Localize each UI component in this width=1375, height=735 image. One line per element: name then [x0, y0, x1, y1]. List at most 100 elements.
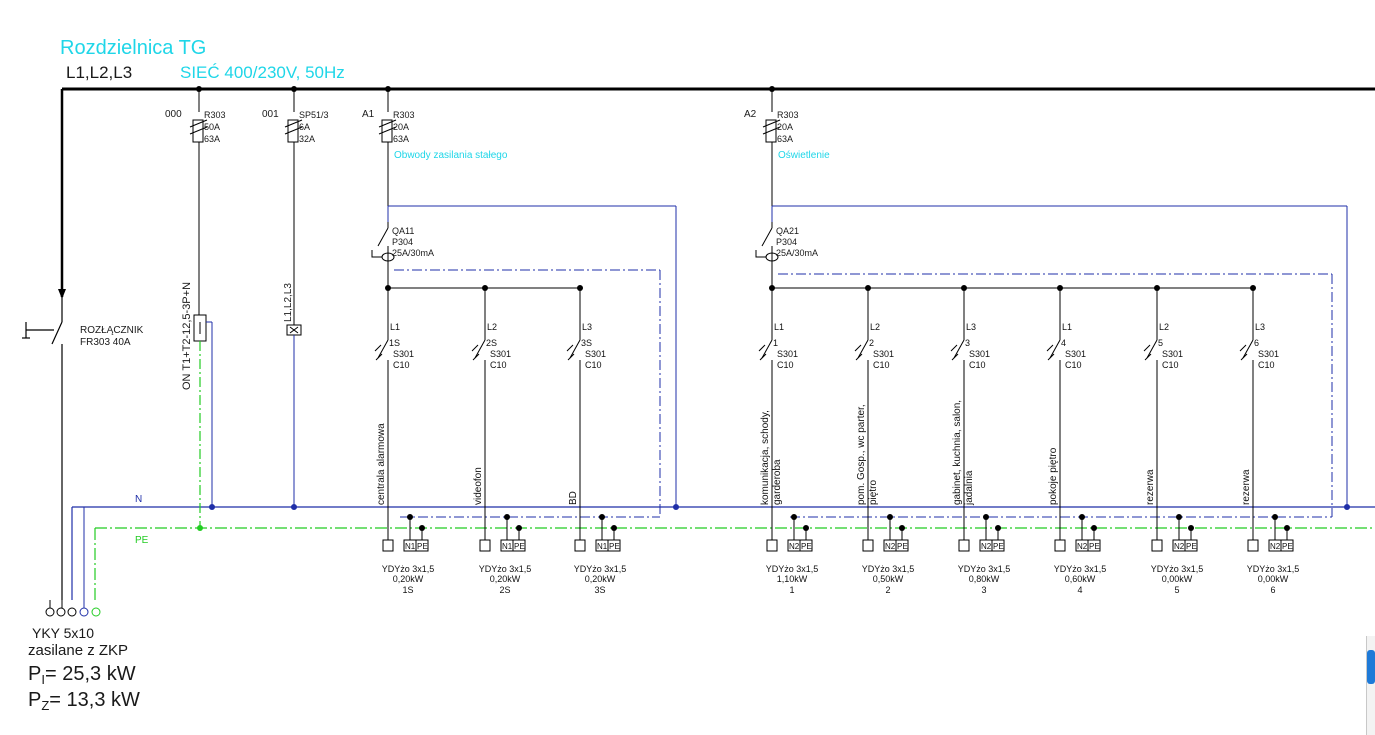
device-a2-r2: 63A: [777, 134, 793, 144]
device-a2: A2 R303 20A 63A Oświetlenie: [744, 86, 830, 228]
device-001-r1: 6A: [299, 122, 310, 132]
breaker-mark: [951, 353, 959, 361]
pe-terminal-dot: [1188, 525, 1194, 531]
circuit-power: 0,50kW: [873, 574, 904, 584]
breaker-type: S301: [393, 349, 414, 359]
rcd-qa11-type: P304: [392, 237, 413, 247]
breaker-mark: [471, 344, 479, 352]
breaker-type: S301: [969, 349, 990, 359]
breaker-mark: [1240, 353, 1248, 361]
n-terminal-label: N2: [1077, 542, 1088, 551]
breaker-mark: [1144, 353, 1152, 361]
vertical-scrollbar[interactable]: [1366, 636, 1375, 735]
breaker-mark: [472, 353, 480, 361]
pe-terminal-label: PE: [1089, 542, 1100, 551]
n-terminal-label: N2: [1270, 542, 1281, 551]
circuit-power: 0,60kW: [1065, 574, 1096, 584]
device-a1-r1: 20A: [393, 122, 409, 132]
breaker-contact: [857, 339, 869, 359]
pe-bus-label: PE: [135, 535, 149, 546]
outgoing-terminal: [1054, 539, 1066, 552]
pe-terminal-dot: [1091, 525, 1097, 531]
network-label: SIEĆ 400/230V, 50Hz: [180, 63, 345, 82]
circuit-power: 0,20kW: [585, 574, 616, 584]
breaker-curve: C10: [777, 360, 794, 370]
scrollbar-thumb[interactable]: [1367, 650, 1375, 684]
device-001-type: SP51/3: [299, 110, 329, 120]
pe-terminal-box: [512, 539, 526, 552]
phase-label: L1: [774, 322, 784, 332]
breaker-type: S301: [585, 349, 606, 359]
circuit-number: 1S: [389, 338, 400, 348]
pe-terminal-box: [1280, 539, 1294, 552]
phase-label: L3: [1255, 322, 1265, 332]
breaker-contact: [569, 339, 581, 359]
circuit-description-2: piętro: [868, 480, 879, 505]
circuit-power: 0,00kW: [1162, 574, 1193, 584]
device-000-r1: 50A: [204, 122, 220, 132]
circuit-description: centrala alarmowa: [376, 423, 387, 505]
circuit-power: 0,20kW: [393, 574, 424, 584]
power-demand-label: PZ= 13,3 kW: [28, 689, 140, 713]
circuit-id: 4: [1077, 585, 1082, 595]
breaker-mark: [950, 344, 958, 352]
rcd-qa21-type: P304: [776, 237, 797, 247]
breaker-curve: C10: [1162, 360, 1179, 370]
rcd-qa21-tag: QA21: [776, 226, 799, 236]
breaker-curve: C10: [585, 360, 602, 370]
breaker-curve: C10: [873, 360, 890, 370]
circuit-description: pom. Gosp., wc parter,: [856, 404, 867, 505]
phase-label: L3: [966, 322, 976, 332]
cable-type: YDYżo 3x1,5: [766, 564, 819, 574]
pe-terminal-dot: [803, 525, 809, 531]
breaker-type: S301: [777, 349, 798, 359]
breaker-type: S301: [1258, 349, 1279, 359]
pe-terminal-label: PE: [1282, 542, 1293, 551]
breaker-mark: [374, 344, 382, 352]
phases-label: L1,L2,L3: [66, 63, 132, 82]
pe-terminal-dot: [611, 525, 617, 531]
feeder-arrow: [58, 289, 66, 299]
n-terminal-dot: [599, 514, 605, 520]
n-terminal-label: N2: [981, 542, 992, 551]
pe-terminal-box: [1184, 539, 1198, 552]
pe-terminal-label: PE: [1186, 542, 1197, 551]
device-a1-r2: 63A: [393, 134, 409, 144]
phase-label: L1: [390, 322, 400, 332]
cable-type: YDYżo 3x1,5: [574, 564, 627, 574]
circuit-description: komunikacja, schody,: [760, 410, 771, 505]
phase-label: L2: [870, 322, 880, 332]
circuit-number: 4: [1061, 338, 1066, 348]
circuit-description: rezerwa: [1241, 469, 1252, 505]
outgoing-terminal: [382, 539, 394, 552]
n-terminal-dot: [1272, 514, 1278, 520]
circuit-number: 1: [773, 338, 778, 348]
breaker-type: S301: [1162, 349, 1183, 359]
outgoing-terminal: [958, 539, 970, 552]
cable-type: YDYżo 3x1,5: [382, 564, 435, 574]
device-000-type: R303: [204, 110, 226, 120]
breaker-mark: [854, 344, 862, 352]
device-a1-desc: Obwody zasilania stałego: [394, 150, 508, 161]
device-000-r2: 63A: [204, 134, 220, 144]
circuit-description: pokoje piętro: [1048, 447, 1059, 505]
breaker-mark: [1047, 353, 1055, 361]
circuit-number: 3S: [581, 338, 592, 348]
breaker-type: S301: [873, 349, 894, 359]
circuit-power: 0,00kW: [1258, 574, 1289, 584]
circuit-id: 1: [789, 585, 794, 595]
spd-label: ON T1+T2-12,5-3P+N: [181, 282, 193, 390]
circuit-description: BD: [568, 491, 579, 505]
circuit-description: rezerwa: [1145, 469, 1156, 505]
outgoing-terminal: [1151, 539, 1163, 552]
device-000-tag: 000: [165, 109, 182, 120]
device-a2-desc: Oświetlenie: [778, 150, 830, 161]
cable-type: YDYżo 3x1,5: [862, 564, 915, 574]
phase-label: L2: [487, 322, 497, 332]
circuit-id: 6: [1270, 585, 1275, 595]
phase-label: L2: [1159, 322, 1169, 332]
